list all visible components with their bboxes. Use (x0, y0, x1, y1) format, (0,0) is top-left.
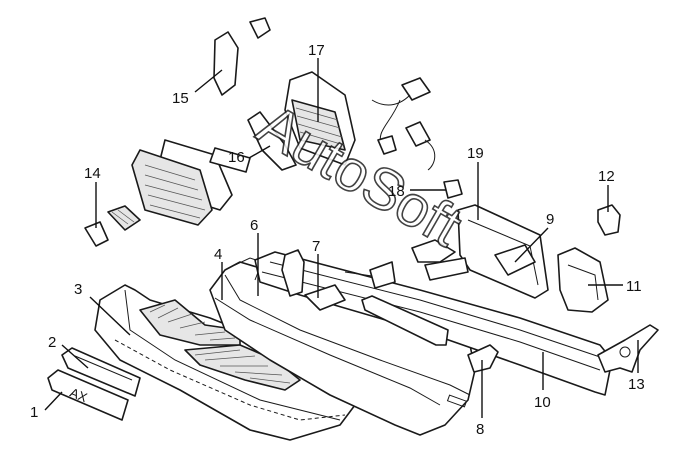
part-2-plate-holder (61, 347, 141, 397)
bumper-strip (361, 295, 449, 346)
callout-18: 18 (388, 183, 405, 200)
callout-7: 7 (312, 238, 320, 255)
part-7-bracket (281, 249, 396, 311)
callout-12: 12 (598, 168, 615, 185)
callout-13: 13 (628, 376, 645, 393)
callout-3: 3 (74, 281, 82, 298)
part-16-bracket (209, 111, 297, 173)
callout-11: 11 (626, 278, 642, 295)
callout-19: 19 (467, 145, 484, 162)
part-18-cap (443, 179, 463, 199)
part-1-plate: AX (47, 369, 129, 421)
watermark-text: AutoSoft (247, 92, 472, 260)
callout-14: 14 (84, 165, 101, 182)
callout-9: 9 (546, 211, 554, 228)
callout-4: 4 (214, 246, 222, 263)
part-13-hook (597, 324, 659, 373)
callout-leaders (44, 58, 639, 418)
part-17-foglamp (284, 71, 356, 166)
part-14-lamp (84, 205, 141, 247)
callout-1: 1 (30, 404, 38, 421)
callout-17: 17 (308, 42, 325, 59)
callout-16: 16 (228, 149, 245, 166)
callout-labels: 1 2 3 4 6 7 8 9 10 11 12 13 14 15 16 17 … (30, 42, 645, 438)
callout-10: 10 (534, 394, 551, 411)
callout-8: 8 (476, 421, 484, 438)
part-11-bracket (557, 247, 609, 313)
callout-6: 6 (250, 217, 258, 234)
callout-2: 2 (48, 334, 56, 351)
part-12-clip (597, 204, 621, 236)
wiring-harness (371, 77, 436, 171)
part-3-spoiler (94, 284, 356, 441)
plate-text: AX (68, 385, 90, 406)
part-15-indicator (213, 17, 271, 96)
callout-15: 15 (172, 90, 189, 107)
part-8-corner (467, 344, 499, 373)
